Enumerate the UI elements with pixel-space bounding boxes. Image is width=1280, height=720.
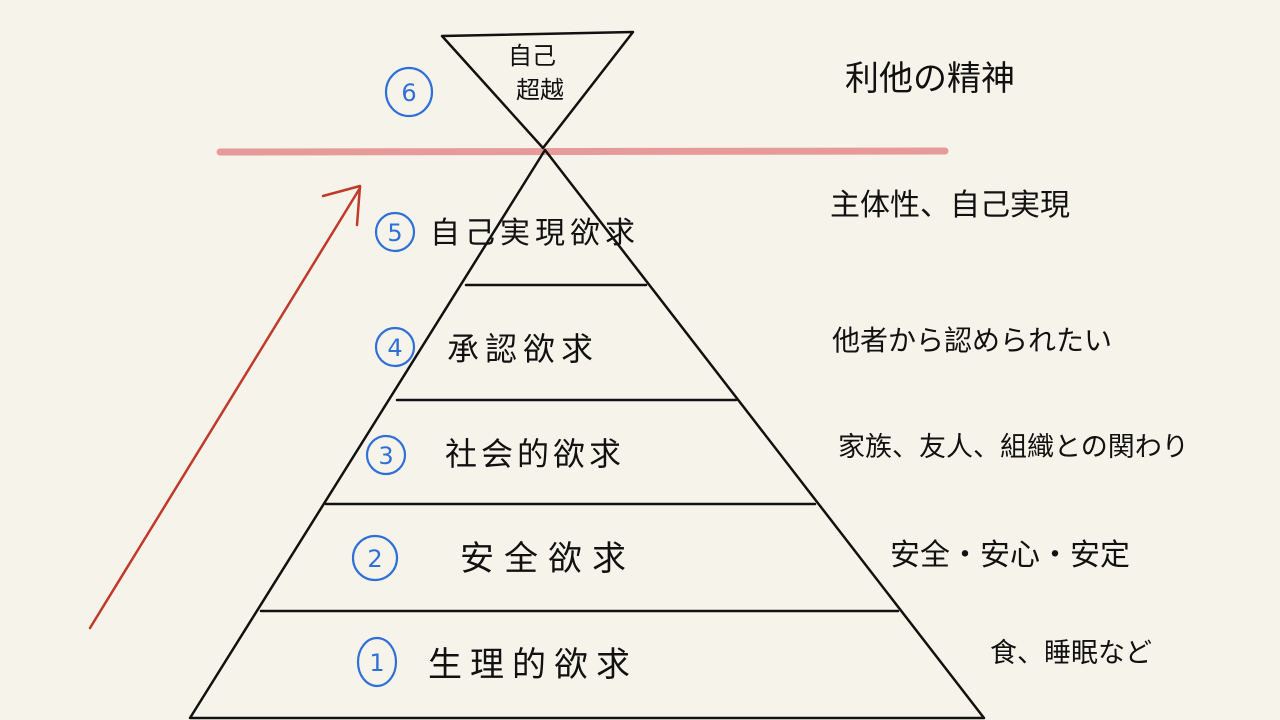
- level-6-label-line1: 自己: [508, 42, 556, 70]
- level-2: 2 安全欲求 安全・安心・安定: [351, 534, 1130, 582]
- number-4: 4: [387, 334, 402, 362]
- number-6: 6: [401, 79, 416, 107]
- level-5-description: 主体性、自己実現: [830, 188, 1070, 223]
- number-1: 1: [369, 649, 384, 677]
- number-circle-5: 5: [374, 211, 416, 253]
- level-1: 1 生理的欲求 食、睡眠など: [356, 636, 1152, 688]
- number-circle-3: 3: [365, 434, 407, 476]
- level-4-label: 承認欲求: [447, 330, 599, 368]
- number-2: 2: [367, 545, 382, 573]
- level-6-description: 利他の精神: [845, 59, 1015, 99]
- up-arrow: [88, 184, 362, 630]
- level-3-label: 社会的欲求: [445, 435, 625, 473]
- level-1-label: 生理的欲求: [428, 645, 638, 685]
- level-1-description: 食、睡眠など: [990, 638, 1152, 669]
- level-4: 4 承認欲求 他者から認められたい: [374, 324, 1112, 368]
- level-6: 6 自己 超越 利他の精神: [384, 42, 1015, 118]
- level-2-description: 安全・安心・安定: [890, 538, 1130, 573]
- inverted-triangle: [440, 30, 635, 150]
- number-circle-6: 6: [384, 66, 434, 118]
- level-4-description: 他者から認められたい: [832, 324, 1112, 357]
- number-circle-2: 2: [351, 534, 399, 582]
- level-5: 5 自己実現欲求 主体性、自己実現: [374, 188, 1070, 253]
- number-circle-1: 1: [356, 636, 398, 688]
- level-5-label: 自己実現欲求: [430, 216, 640, 251]
- level-6-label-line2: 超越: [516, 76, 564, 104]
- divider-line: [216, 147, 949, 156]
- number-5: 5: [387, 219, 402, 247]
- level-2-label: 安全欲求: [460, 539, 636, 579]
- number-circle-4: 4: [374, 326, 416, 368]
- level-3: 3 社会的欲求 家族、友人、組織との関わり: [365, 432, 1189, 476]
- tier-lines: [259, 283, 900, 613]
- pyramid-outline: [188, 148, 986, 720]
- level-3-description: 家族、友人、組織との関わり: [838, 432, 1189, 463]
- number-3: 3: [378, 442, 393, 470]
